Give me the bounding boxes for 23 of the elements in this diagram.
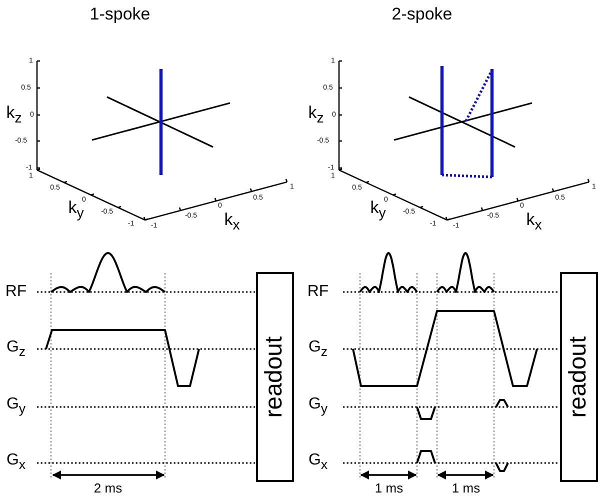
axis-label: k$_{z}$: [6, 104, 22, 126]
signal-label: G$_{z}$: [6, 340, 26, 358]
box-label: readout: [261, 336, 289, 418]
readout-box: [256, 272, 294, 482]
box-label: readout: [565, 336, 593, 418]
signal-label: RF: [5, 284, 27, 300]
signal-label: G$_{x}$: [6, 452, 26, 472]
duration-label: 2 ms: [94, 482, 122, 494]
signal-label: G$_{y}$: [6, 396, 26, 416]
duration-label: 1 ms: [374, 482, 404, 494]
signal-label: RF: [307, 284, 329, 300]
axis-label: k$_{y}$: [370, 199, 386, 221]
axis-label: k$_{y}$: [68, 199, 84, 221]
signal-label: G$_{z}$: [308, 340, 328, 358]
signal-label: G$_{y}$: [308, 396, 328, 416]
readout-box: [560, 272, 598, 482]
panel-title: 1-spoke: [90, 6, 150, 22]
duration-label: 1 ms: [452, 482, 480, 494]
axis-label: k$_{x}$: [224, 211, 240, 233]
signal-label: G$_{x}$: [308, 452, 328, 472]
axis-label: k$_{z}$: [308, 104, 324, 126]
panel-title: 2-spoke: [392, 6, 452, 22]
axis-label: k$_{x}$: [526, 211, 542, 233]
